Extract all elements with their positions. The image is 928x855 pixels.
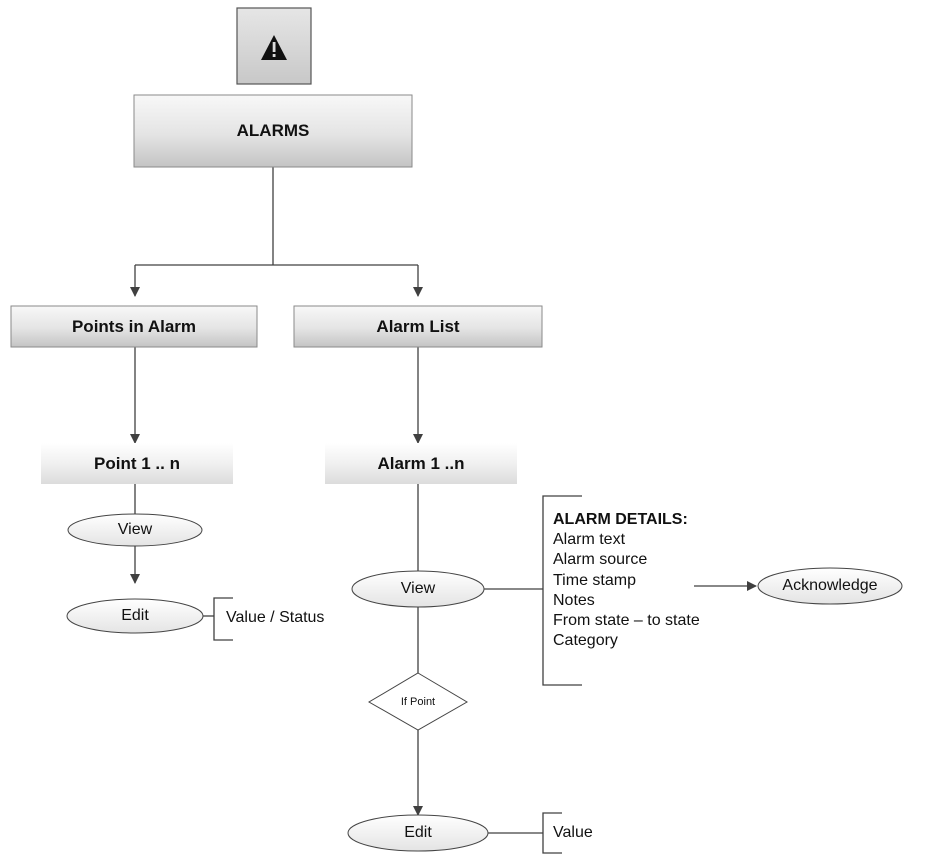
alarm-view-oval[interactable] — [351, 570, 485, 608]
alarm-details-title: ALARM DETAILS: — [553, 511, 688, 528]
point-item-label: Point 1 .. n — [94, 454, 180, 473]
alarm-detail-item: Alarm text — [553, 531, 626, 549]
alarm-list-label: Alarm List — [376, 317, 460, 336]
acknowledge-label: Acknowledge — [782, 577, 878, 594]
points-in-alarm-box[interactable] — [10, 305, 258, 348]
alarm-detail-item: Category — [553, 632, 618, 650]
alarm-details-list: ALARM DETAILS: Alarm text Alarm source T… — [553, 510, 700, 651]
if-point-diamond — [368, 672, 468, 731]
connector-lines — [130, 167, 757, 854]
alarm-view-label: View — [400, 580, 436, 597]
value-status-note: Value / Status — [226, 609, 325, 626]
point-view-label: View — [117, 521, 153, 538]
points-in-alarm-label: Points in Alarm — [71, 317, 197, 336]
alarm-detail-item: Time stamp — [553, 571, 636, 589]
alarm-detail-item: Notes — [553, 591, 595, 609]
alarm-item-label: Alarm 1 ..n — [377, 454, 465, 473]
point-edit-label: Edit — [121, 607, 149, 624]
alarm-edit-oval[interactable] — [347, 814, 489, 852]
point-item-box[interactable] — [41, 443, 233, 484]
point-view-oval[interactable] — [67, 513, 203, 547]
alarms-label: ALARMS — [236, 121, 310, 140]
alarm-list-box[interactable] — [293, 305, 543, 348]
value-note: Value — [553, 824, 593, 841]
alarm-edit-label: Edit — [404, 824, 432, 841]
acknowledge-oval[interactable] — [757, 567, 903, 605]
alarm-detail-item: From state – to state — [553, 612, 700, 630]
alarm-item-box[interactable] — [325, 443, 517, 484]
warning-icon — [236, 7, 312, 85]
if-point-label: If Point — [400, 696, 436, 708]
point-edit-oval[interactable] — [66, 598, 204, 634]
alarm-detail-item: Alarm source — [553, 551, 648, 569]
alarms-box[interactable] — [133, 94, 413, 168]
